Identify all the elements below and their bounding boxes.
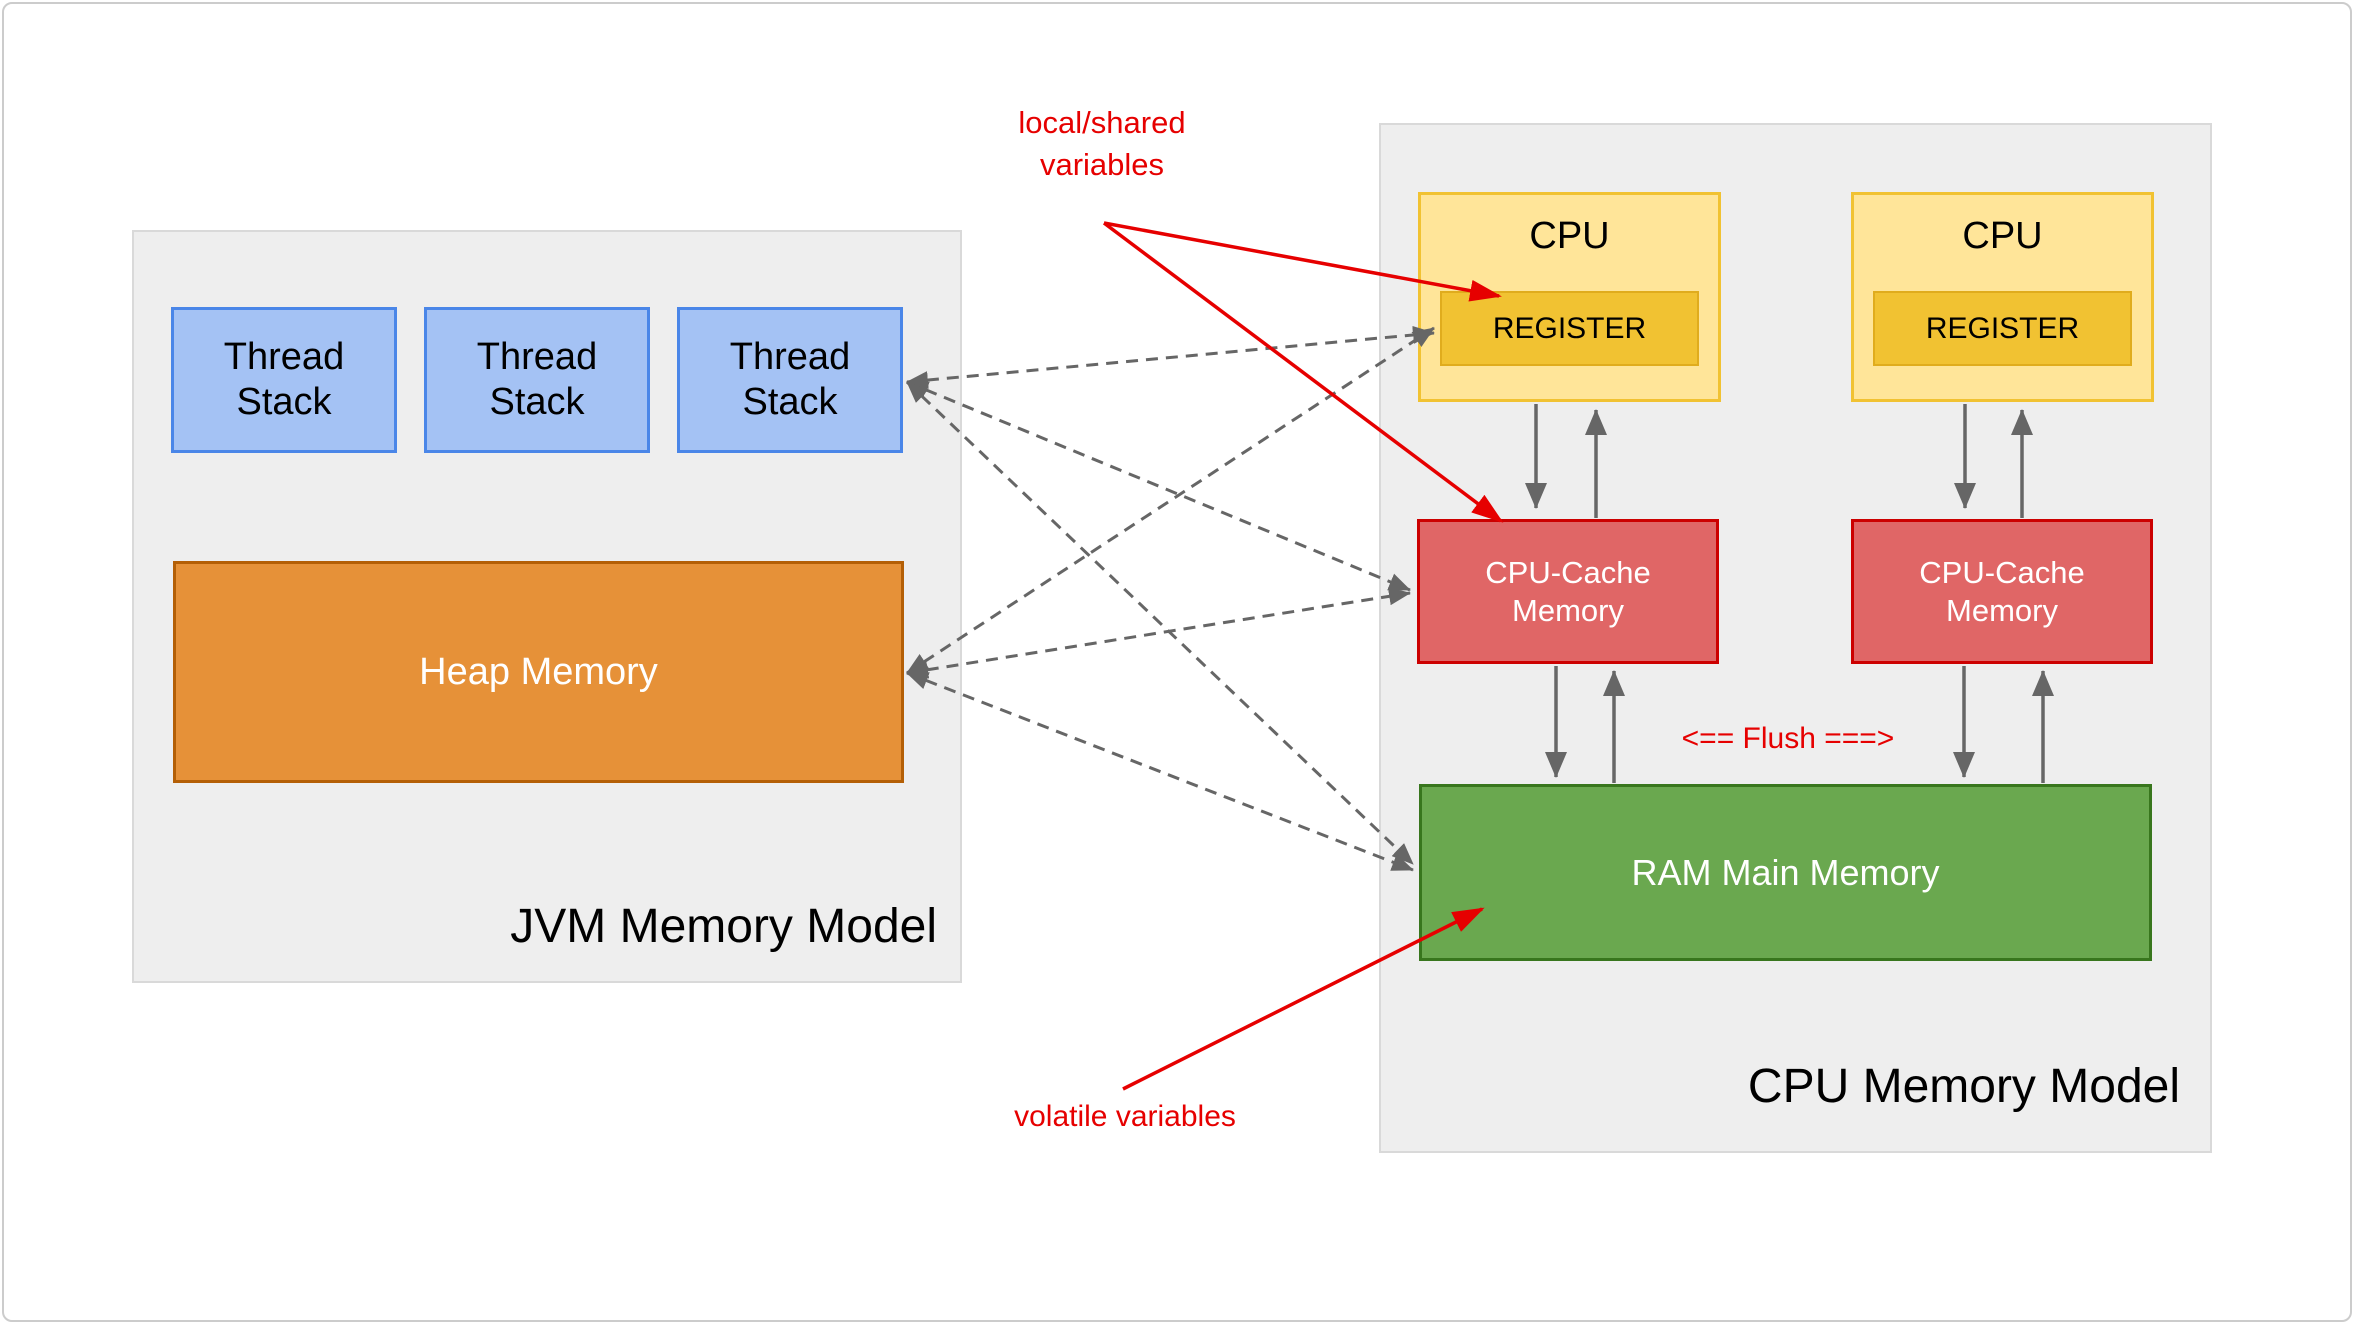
register-box-1: REGISTER [1440, 291, 1699, 366]
register-box-2: REGISTER [1873, 291, 2132, 366]
thread-stack-label: Thread Stack [729, 336, 851, 423]
jvm-model-title: JVM Memory Model [510, 900, 937, 953]
thread-stack-box-1: Thread Stack [171, 307, 397, 453]
annotation-volatile-variables: volatile variables [1014, 1100, 1236, 1133]
heap-memory-box: Heap Memory [173, 561, 904, 783]
cpu-cache-box-2: CPU-Cache Memory [1851, 519, 2153, 664]
cpu-label: CPU [1962, 215, 2043, 257]
thread-stack-box-3: Thread Stack [677, 307, 903, 453]
ram-main-memory-box: RAM Main Memory [1419, 784, 2152, 961]
cpu-box-2: CPU REGISTER [1851, 192, 2154, 402]
thread-stack-label: Thread Stack [476, 336, 598, 423]
cpu-label: CPU [1529, 215, 1610, 257]
register-label: REGISTER [1492, 311, 1647, 345]
thread-stack-box-2: Thread Stack [424, 307, 650, 453]
cpu-box-1: CPU REGISTER [1418, 192, 1721, 402]
annotation-local-shared-variables: local/shared variables [1018, 105, 1186, 182]
thread-stack-label: Thread Stack [223, 336, 345, 423]
cpu-model-title: CPU Memory Model [1747, 1060, 2180, 1113]
ram-label: RAM Main Memory [1631, 851, 1940, 893]
cpu-cache-label: CPU-Cache Memory [1485, 554, 1651, 628]
cpu-cache-label: CPU-Cache Memory [1919, 554, 2085, 628]
heap-memory-label: Heap Memory [419, 650, 658, 693]
flush-annotation: <== Flush ===> [1681, 722, 1895, 755]
register-label: REGISTER [1925, 311, 2080, 345]
cpu-cache-box-1: CPU-Cache Memory [1417, 519, 1719, 664]
